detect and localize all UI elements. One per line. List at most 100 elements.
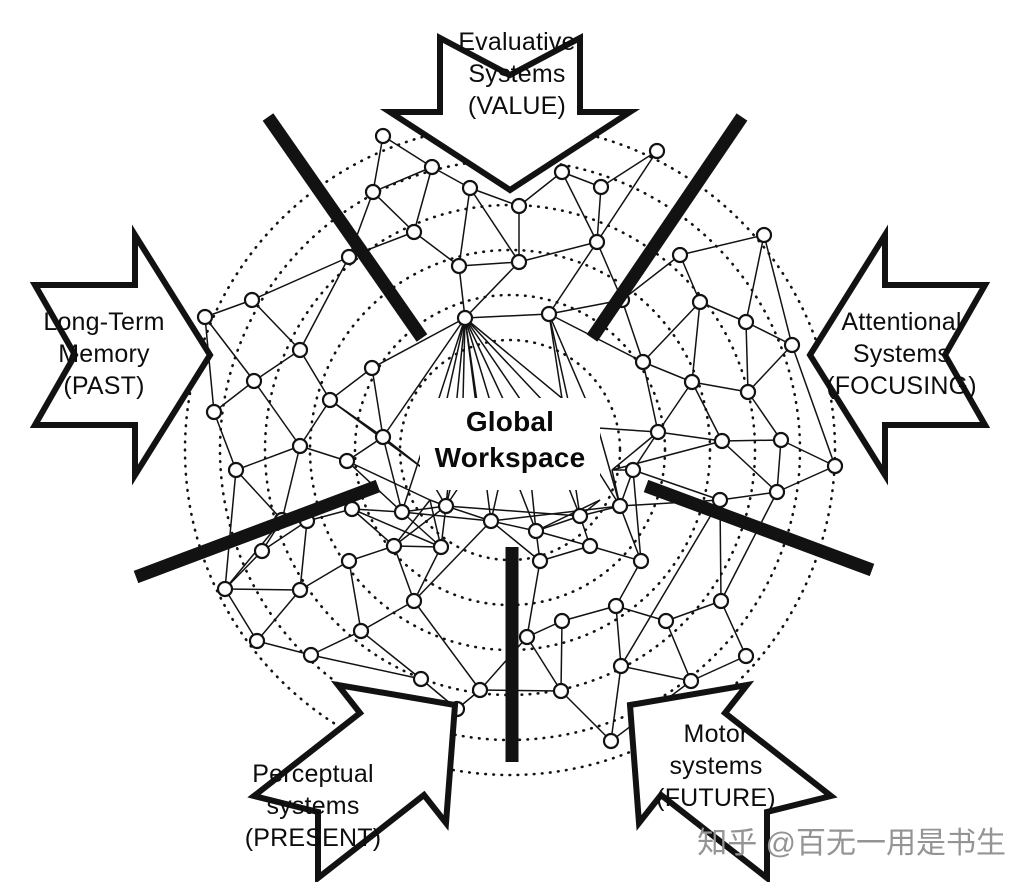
network-node xyxy=(611,497,629,515)
network-edge xyxy=(251,299,301,351)
network-edge xyxy=(665,620,692,682)
network-node xyxy=(321,391,339,409)
network-edge xyxy=(721,439,782,442)
network-edge xyxy=(299,399,331,447)
network-node xyxy=(364,183,382,201)
network-edge xyxy=(691,381,749,393)
network-edge xyxy=(632,469,642,562)
global-workspace-box xyxy=(420,398,600,490)
network-edge xyxy=(261,520,308,552)
network-edge xyxy=(382,436,403,513)
network-edge xyxy=(745,321,793,346)
network-node xyxy=(552,682,570,700)
network-edge xyxy=(299,560,350,591)
sector-divider xyxy=(643,479,875,577)
network-node xyxy=(531,552,549,570)
network-edge xyxy=(776,439,782,493)
network-edge xyxy=(560,690,612,742)
network-edge xyxy=(642,301,701,363)
network-node xyxy=(456,309,474,327)
network-edge xyxy=(413,520,492,602)
network-edge xyxy=(351,508,403,513)
network-edge xyxy=(469,187,520,207)
network-edge xyxy=(745,234,765,323)
network-edge xyxy=(458,265,466,319)
network-node xyxy=(826,457,844,475)
network-edge xyxy=(479,636,528,691)
network-edge xyxy=(224,588,301,591)
network-node xyxy=(393,503,411,521)
network-edge xyxy=(600,150,658,188)
network-edge xyxy=(329,367,373,401)
network-edge xyxy=(539,545,591,562)
network-node xyxy=(581,537,599,555)
network-node xyxy=(291,341,309,359)
network-edge xyxy=(548,241,598,315)
network-edge xyxy=(413,166,433,233)
network-node xyxy=(437,497,455,515)
network-node xyxy=(527,522,545,540)
network-edge xyxy=(619,505,642,562)
network-node xyxy=(482,512,500,530)
network-node xyxy=(607,597,625,615)
network-edge xyxy=(691,381,723,442)
network-edge xyxy=(348,560,362,632)
network-edge xyxy=(413,546,442,602)
network-node xyxy=(340,248,358,266)
arrow-evaluative-systems xyxy=(379,33,641,194)
network-edge xyxy=(518,241,598,263)
network-node xyxy=(196,308,214,326)
network-node xyxy=(291,581,309,599)
network-edge xyxy=(657,381,693,433)
arrow-motor-systems xyxy=(626,680,838,882)
network-edge xyxy=(310,630,362,656)
network-edge xyxy=(351,508,442,548)
network-edge xyxy=(561,605,617,622)
label-attentional-systems: Attentional Systems (FOCUSING) xyxy=(826,308,977,400)
network-edge xyxy=(642,361,659,433)
network-node xyxy=(649,423,667,441)
label-perceptual-systems: Perceptual systems (PRESENT) xyxy=(244,760,382,852)
network-edge xyxy=(372,191,415,233)
network-node xyxy=(248,632,266,650)
network-node xyxy=(510,197,528,215)
network-node xyxy=(205,403,223,421)
network-edge xyxy=(393,505,447,547)
sector-divider xyxy=(586,113,748,342)
network-node xyxy=(648,142,666,160)
network-node xyxy=(291,437,309,455)
network-edge xyxy=(597,427,621,507)
network-node xyxy=(588,233,606,251)
network-node xyxy=(352,622,370,640)
network-node xyxy=(624,461,642,479)
network-edge xyxy=(610,665,622,742)
network-node xyxy=(755,226,773,244)
network-edge xyxy=(469,187,520,263)
network-edge xyxy=(253,349,301,382)
network-node xyxy=(374,428,392,446)
network-edge xyxy=(360,630,422,680)
network-node xyxy=(405,592,423,610)
network-edge xyxy=(679,234,765,256)
network-edge xyxy=(204,316,255,382)
network-node xyxy=(253,542,271,560)
network-node xyxy=(592,178,610,196)
dotted-ring xyxy=(398,338,622,562)
network-edge xyxy=(620,499,721,667)
network-edge xyxy=(642,361,693,383)
network-edge xyxy=(310,654,422,680)
network-edge xyxy=(464,313,550,319)
network-edge xyxy=(719,491,778,501)
network-node xyxy=(783,336,801,354)
network-node xyxy=(432,538,450,556)
network-edge xyxy=(393,499,431,547)
network-edge xyxy=(526,560,541,638)
network-edge xyxy=(615,560,642,607)
network-edge xyxy=(213,411,237,471)
network-node xyxy=(739,383,757,401)
network-edge xyxy=(679,254,701,303)
network-edge xyxy=(691,301,701,383)
network-edge xyxy=(299,445,348,462)
network-node xyxy=(227,461,245,479)
network-node xyxy=(518,628,536,646)
